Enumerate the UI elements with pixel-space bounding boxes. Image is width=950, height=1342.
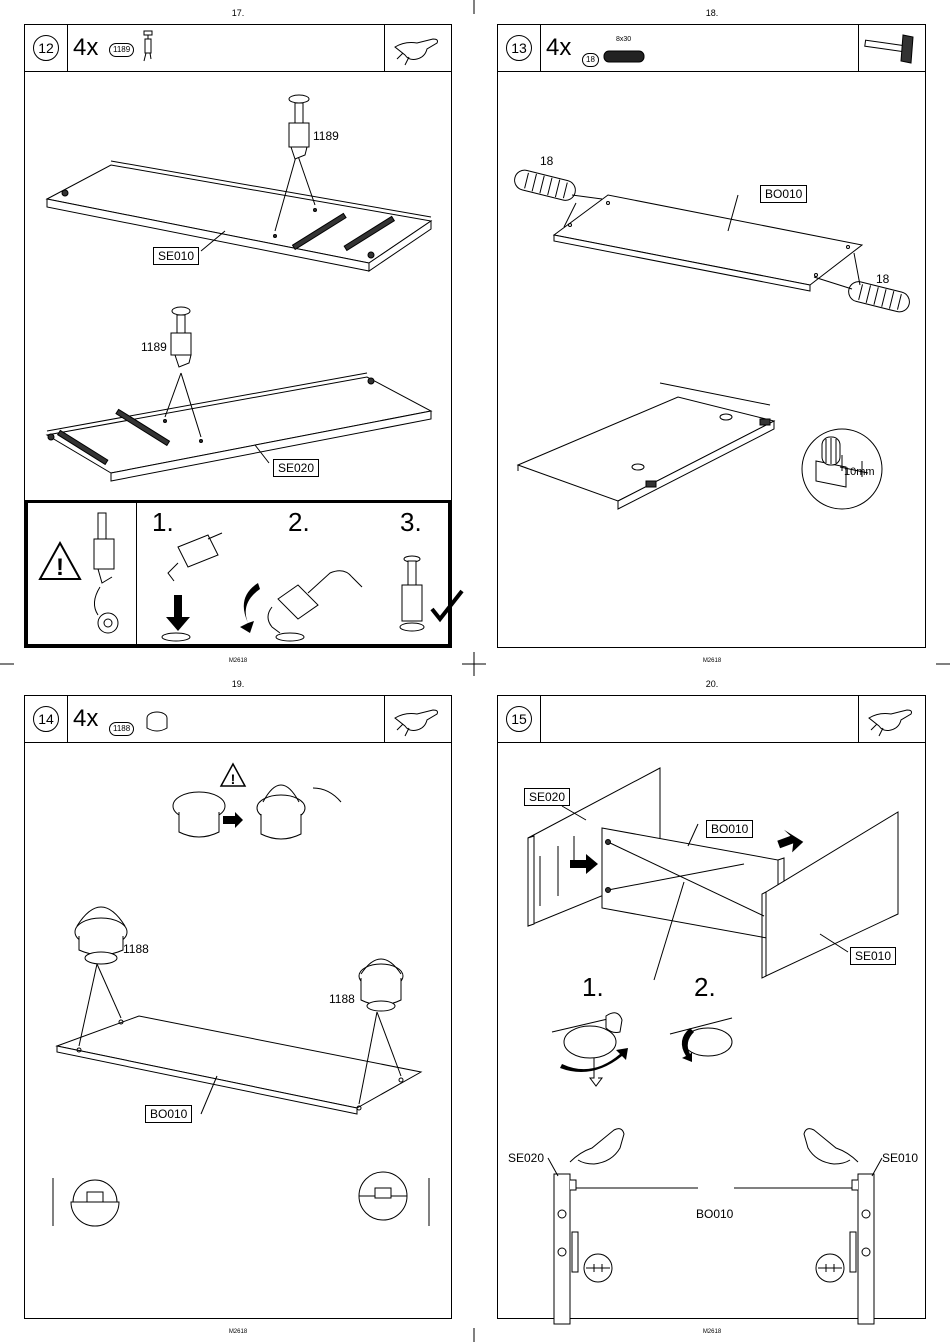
board-label-bo010: BO010 — [760, 185, 807, 203]
board-label-bo010: BO010 — [706, 820, 753, 838]
part-label: 1189 — [141, 340, 167, 354]
page-number-18: 18. — [682, 8, 742, 18]
board-label-se020: SE020 — [273, 459, 319, 477]
section-label-bo010: BO010 — [696, 1207, 733, 1221]
section-label-se010: SE010 — [882, 1151, 918, 1165]
instruction-step-3: 3. — [400, 507, 422, 538]
section-label-se020: SE020 — [508, 1151, 544, 1165]
step-14-panel: 14 4x 1188 ! — [24, 695, 452, 1319]
page-number-20: 20. — [682, 679, 742, 689]
doc-code: M2618 — [682, 658, 742, 664]
instruction-strip: ! 1. 2. 3. — [25, 500, 451, 647]
instruction-step-1: 1. — [582, 972, 604, 1003]
doc-code: M2618 — [208, 1329, 268, 1335]
step-13-panel: 13 4x 18 8x30 — [497, 24, 926, 648]
dowel-label: 18 — [540, 154, 553, 168]
board-label-se010: SE010 — [153, 247, 199, 265]
step-13-diagram — [498, 25, 798, 175]
svg-text:!: ! — [231, 771, 236, 787]
board-label-se010: SE010 — [850, 947, 896, 965]
doc-code: M2618 — [208, 658, 268, 664]
part-label: 1188 — [329, 992, 355, 1006]
page-number-19: 19. — [208, 679, 268, 689]
instruction-illustrations — [28, 503, 328, 653]
hand-press-icon — [384, 25, 451, 71]
part-label: 1189 — [313, 129, 339, 143]
depth-label: 10mm — [844, 466, 875, 478]
page-number-17: 17. — [208, 8, 268, 18]
hand-press-icon — [384, 696, 451, 742]
part-label: 1188 — [123, 942, 149, 956]
doc-code: M2618 — [682, 1329, 742, 1335]
step-12-panel: 12 4x 1189 — [24, 24, 452, 648]
board-label-bo010: BO010 — [145, 1105, 192, 1123]
hammer-icon — [858, 25, 925, 71]
step-15-panel: 15 — [497, 695, 926, 1319]
board-label-se020: SE020 — [524, 788, 570, 806]
hand-press-icon — [858, 696, 925, 742]
step-12-diagram — [25, 25, 325, 175]
step-14-diagram: ! — [25, 696, 325, 846]
dowel-label: 18 — [876, 272, 889, 286]
instruction-step-2: 2. — [694, 972, 716, 1003]
